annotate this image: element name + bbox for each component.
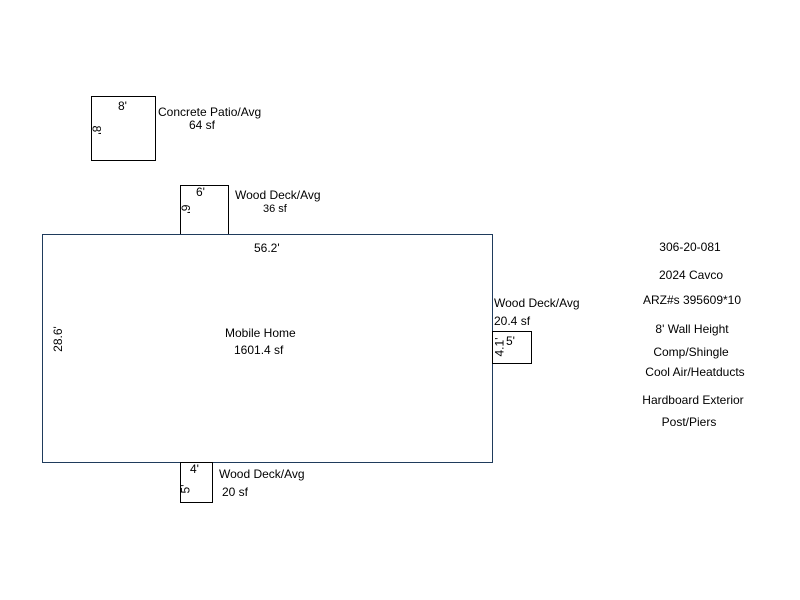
patio-outline (91, 96, 156, 161)
info-exterior: Hardboard Exterior (642, 393, 744, 407)
deck-bottom-name-label: Wood Deck/Avg (219, 467, 305, 481)
deck-bottom-width-label: 4' (190, 462, 199, 476)
patio-width-label: 8' (118, 99, 127, 113)
info-foundation: Post/Piers (661, 415, 717, 429)
deck-top-name-label: Wood Deck/Avg (235, 188, 321, 202)
info-year-make: 2024 Cavco (658, 268, 724, 282)
mobile-home-width-label: 56.2' (254, 241, 280, 255)
deck-right-width-label: 5' (506, 334, 515, 348)
mobile-home-height-label: 28.6' (50, 326, 65, 352)
info-arz-number: ARZ#s 395609*10 (642, 293, 742, 307)
deck-right-height-label: 4.1' (492, 337, 507, 357)
patio-area-label: 64 sf (189, 118, 216, 132)
deck-bottom-height-label: 5' (178, 484, 193, 494)
deck-top-area-label: 36 sf (263, 203, 287, 215)
patio-name-label: Concrete Patio/Avg (158, 105, 262, 119)
deck-bottom-area-label: 20 sf (222, 485, 249, 499)
deck-bottom-outline (180, 462, 213, 503)
info-parcel-number: 306-20-081 (659, 240, 721, 254)
deck-right-outline (492, 331, 532, 364)
patio-height-label: 8' (89, 125, 104, 135)
info-wall-height: 8' Wall Height (655, 322, 729, 336)
info-roof: Comp/Shingle (653, 345, 729, 359)
deck-right-area-label: 20.4 sf (494, 314, 531, 328)
deck-right-name-label: Wood Deck/Avg (494, 296, 580, 310)
mobile-home-area-label: 1601.4 sf (234, 343, 284, 357)
mobile-home-name-label: Mobile Home (225, 326, 296, 340)
info-cooling: Cool Air/Heatducts (645, 365, 745, 379)
deck-top-height-label: 6' (178, 204, 193, 214)
deck-top-width-label: 6' (196, 185, 205, 199)
